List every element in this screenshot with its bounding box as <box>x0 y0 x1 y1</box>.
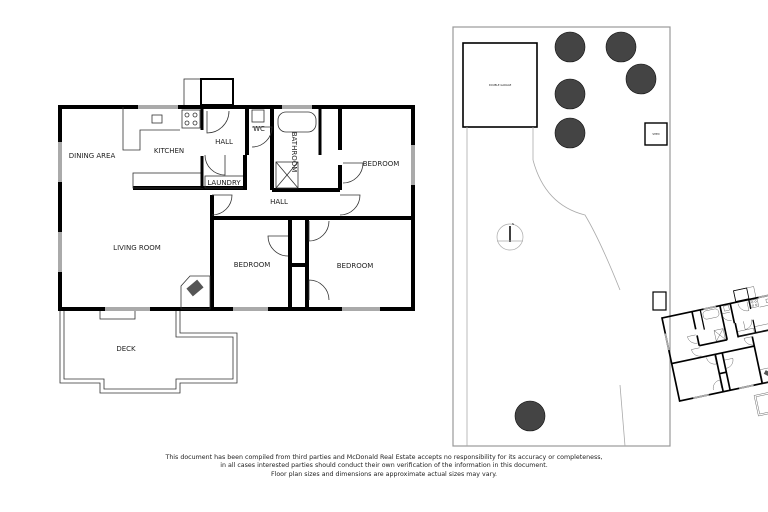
disclaimer-line-3: Floor plan sizes and dimensions are appr… <box>270 470 498 478</box>
driveway <box>532 159 621 291</box>
shed <box>644 122 668 146</box>
room-label-bathroom: BATHROOM <box>290 132 298 173</box>
room-label-living-room: LIVING ROOM <box>113 244 161 252</box>
property-boundary <box>452 26 671 447</box>
room-label-dining-area: DINING AREA <box>69 152 116 160</box>
room-label-laundry: LAUNDRY <box>207 179 241 187</box>
garage-label: DOUBLE GARAGE <box>489 83 512 87</box>
tree-icon <box>554 31 586 63</box>
double-garage <box>462 42 538 128</box>
tree-icon <box>554 78 586 110</box>
tree-icon <box>514 400 546 432</box>
room-label-hall: HALL <box>215 138 233 146</box>
tree-icon <box>554 117 586 149</box>
north-label: N <box>512 222 514 226</box>
room-label-kitchen: KITCHEN <box>154 147 184 155</box>
room-label-bedroom-3: BEDROOM <box>337 262 374 270</box>
tree-icon <box>605 31 637 63</box>
site-house-outline <box>658 274 768 437</box>
tree-icons <box>514 31 657 432</box>
room-label-wc: WC <box>253 125 265 133</box>
north-compass: N <box>496 222 524 251</box>
shed-label: SHED <box>652 132 659 136</box>
room-label-hall-middle: HALL <box>270 198 288 206</box>
disclaimer-line-1: This document has been compiled from thi… <box>165 454 603 461</box>
main-floor-plan <box>58 77 415 395</box>
tree-icon <box>625 63 657 95</box>
room-label-bedroom-2: BEDROOM <box>234 261 271 269</box>
disclaimer-line-2: in all cases interested parties should c… <box>220 462 548 470</box>
room-label-bedroom-1: BEDROOM <box>363 160 400 168</box>
disclaimer: This document has been compiled from thi… <box>0 454 768 479</box>
room-label-deck: DECK <box>116 345 136 353</box>
site-plan: DOUBLE GARAGE SHED N <box>452 26 768 447</box>
